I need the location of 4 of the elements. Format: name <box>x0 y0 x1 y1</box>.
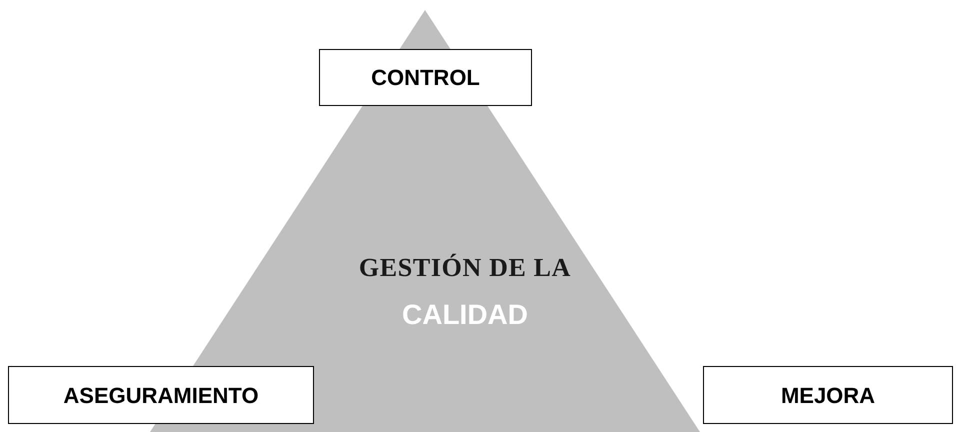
title-text: CALIDAD <box>402 301 528 329</box>
label-box: MEJORA <box>703 366 953 424</box>
title-text: GESTIÓN DE LA <box>358 255 572 281</box>
label-box: ASEGURAMIENTO <box>8 366 314 424</box>
